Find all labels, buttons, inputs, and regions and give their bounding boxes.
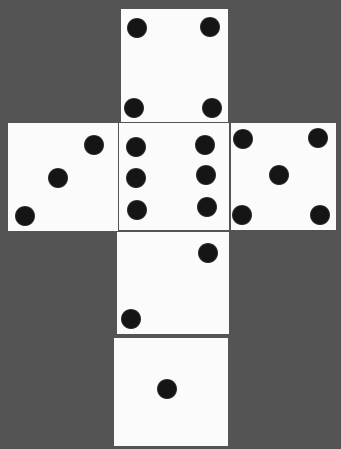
- pip: [16, 207, 34, 225]
- pip: [85, 136, 103, 154]
- pip: [198, 198, 216, 216]
- pip: [122, 310, 140, 328]
- pip: [158, 380, 176, 398]
- face-left: [8, 123, 118, 231]
- face-top: [121, 9, 228, 122]
- pip: [127, 138, 145, 156]
- pip: [197, 166, 215, 184]
- face-center: [119, 123, 229, 230]
- pip: [234, 130, 252, 148]
- pip: [127, 169, 145, 187]
- pip: [128, 201, 146, 219]
- pip: [196, 136, 214, 154]
- face-right: [231, 123, 336, 230]
- pip: [233, 206, 251, 224]
- pip: [128, 19, 146, 37]
- pip: [311, 206, 329, 224]
- pip: [199, 244, 217, 262]
- pip: [270, 166, 288, 184]
- pip: [201, 18, 219, 36]
- face-below-center: [117, 232, 229, 334]
- pip: [203, 99, 221, 117]
- pip: [125, 99, 143, 117]
- pip: [49, 169, 67, 187]
- face-bottom: [114, 338, 228, 446]
- pip: [309, 129, 327, 147]
